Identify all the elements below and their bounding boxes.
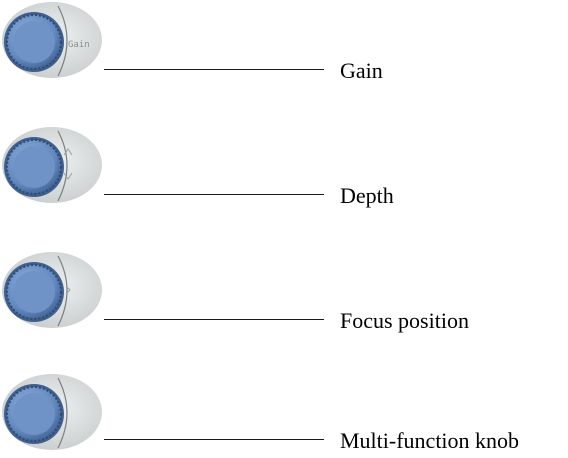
knob-row-gain: Gain Gain	[0, 0, 568, 83]
knob-row-depth: Depth	[0, 125, 568, 208]
multi-function-knob-icon	[2, 374, 102, 450]
gain-knob-face-text: Gain	[68, 40, 90, 50]
knob-row-focus-position: Focus position	[0, 250, 568, 333]
leader-line	[104, 439, 324, 440]
leader-line	[104, 69, 324, 70]
leader-line	[104, 194, 324, 195]
focus-position-label: Focus position	[340, 308, 469, 333]
depth-label: Depth	[340, 183, 394, 208]
depth-knob-icon	[2, 127, 102, 203]
knob-row-multi-function: Multi-function knob	[0, 372, 568, 452]
gain-knob-icon: Gain	[2, 2, 102, 78]
focus-knob-icon	[2, 252, 102, 328]
gain-label: Gain	[340, 58, 383, 83]
multi-function-knob-label: Multi-function knob	[340, 428, 520, 453]
leader-line	[104, 319, 324, 320]
